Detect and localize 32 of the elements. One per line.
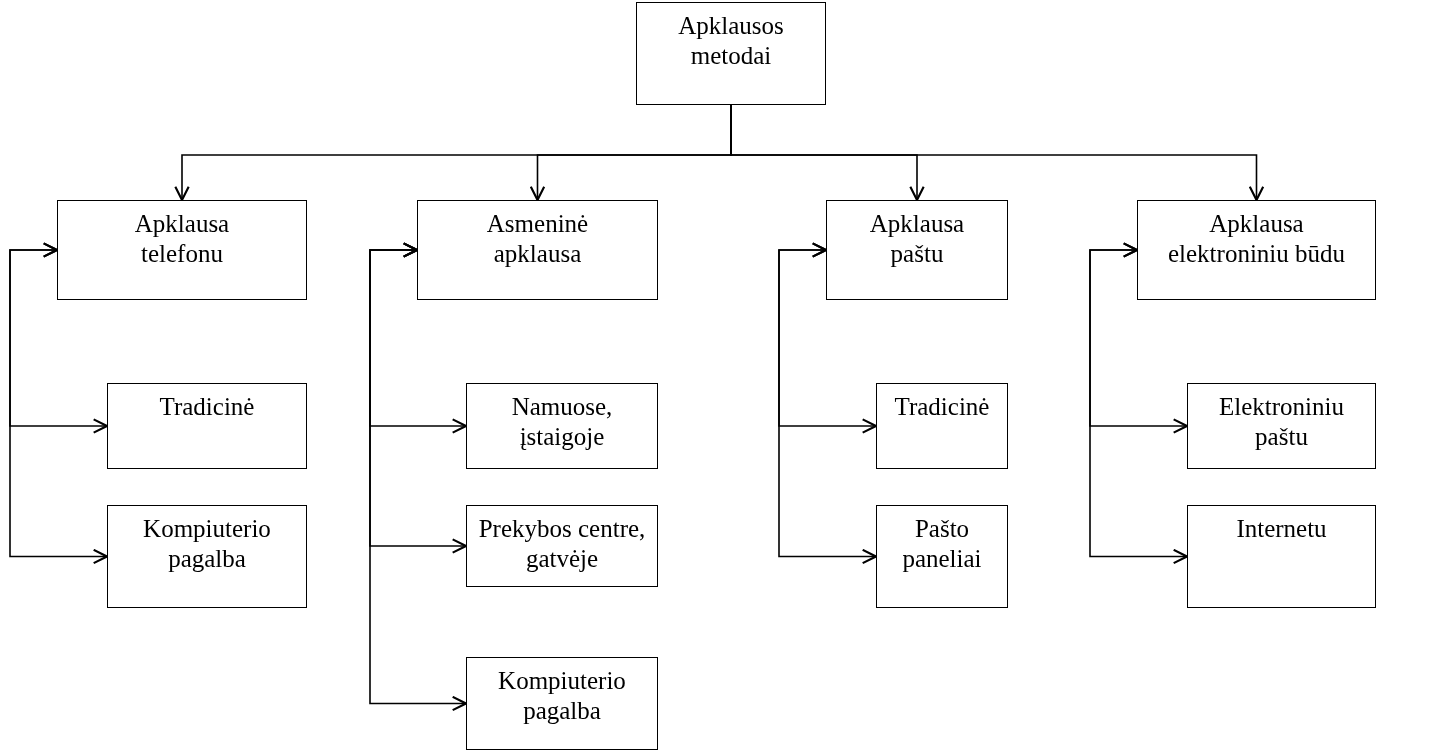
method-box bbox=[466, 383, 658, 469]
box-label: Tradicinė bbox=[894, 392, 990, 422]
method-box bbox=[107, 383, 307, 469]
box-label: Apklausa telefonu bbox=[133, 209, 231, 269]
method-box bbox=[107, 505, 307, 608]
method-box bbox=[826, 200, 1008, 300]
box-label: Elektroniniu paštu bbox=[1218, 392, 1345, 452]
method-box bbox=[876, 383, 1008, 469]
arrow bbox=[1089, 242, 1189, 565]
arrow bbox=[9, 242, 109, 565]
box-label: Tradicinė bbox=[159, 392, 255, 422]
box-label: Apklausa paštu bbox=[868, 209, 966, 269]
box-label: Prekybos centre, gatvėje bbox=[477, 514, 647, 574]
box-label: Internetu bbox=[1236, 514, 1327, 544]
method-box bbox=[1137, 200, 1376, 300]
method-box bbox=[466, 505, 658, 587]
method-box bbox=[1187, 505, 1376, 608]
box-label: Kompiuterio pagalba bbox=[497, 666, 627, 726]
box-label: Apklausos metodai bbox=[677, 11, 785, 71]
method-box bbox=[57, 200, 307, 300]
box-label: Pašto paneliai bbox=[901, 514, 983, 574]
arrow bbox=[778, 242, 878, 565]
arrow bbox=[369, 242, 468, 712]
box-label: Kompiuterio pagalba bbox=[142, 514, 272, 574]
method-box bbox=[876, 505, 1008, 608]
method-box bbox=[636, 2, 826, 105]
box-label: Asmeninė apklausa bbox=[485, 209, 590, 269]
method-box bbox=[466, 657, 658, 750]
method-box bbox=[1187, 383, 1376, 469]
box-label: Apklausa elektroniniu būdu bbox=[1166, 209, 1347, 269]
box-label: Namuose, įstaigoje bbox=[510, 392, 614, 452]
method-box bbox=[417, 200, 658, 300]
